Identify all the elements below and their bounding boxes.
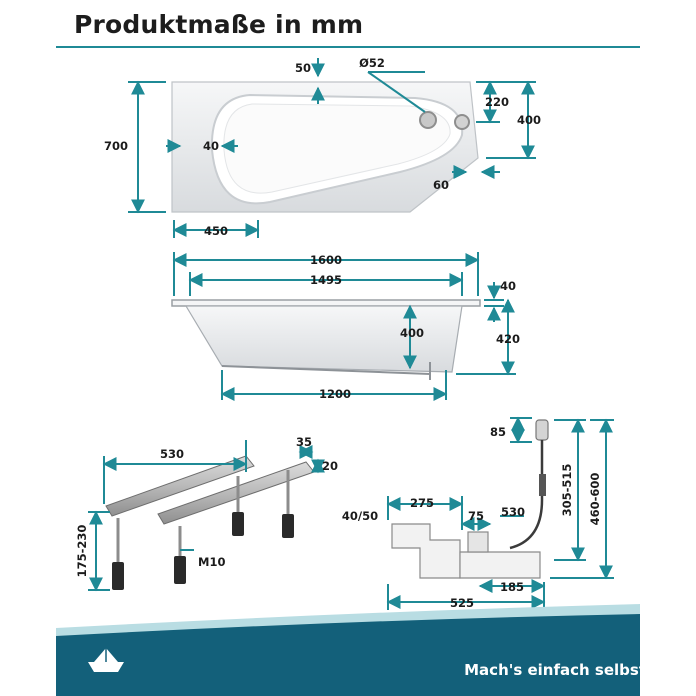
label-height-range-a: 305-515 bbox=[560, 464, 574, 517]
label-overall-length: 1600 bbox=[310, 253, 342, 267]
label-inner-depth: 400 bbox=[400, 326, 424, 340]
label-edge-top: 50 bbox=[295, 61, 311, 75]
label-trap-width: 275 bbox=[410, 496, 434, 510]
frame-drawing bbox=[105, 455, 315, 590]
label-overflow-diameter: Ø52 bbox=[359, 56, 385, 70]
label-right-inset: 60 bbox=[433, 178, 449, 192]
drain-drawing bbox=[391, 419, 549, 579]
label-profile-b: 20 bbox=[322, 459, 338, 473]
paper-boat-icon bbox=[88, 648, 124, 672]
label-floor-length: 1200 bbox=[319, 387, 351, 401]
label-total-height: 420 bbox=[496, 332, 520, 346]
label-profile-a: 35 bbox=[296, 435, 312, 449]
title-divider bbox=[56, 46, 640, 48]
label-overflow-height: 85 bbox=[490, 425, 506, 439]
label-frame-length: 530 bbox=[160, 447, 184, 461]
label-foot-width: 450 bbox=[204, 224, 228, 238]
adjustable-foot-icon bbox=[112, 562, 124, 590]
drain-cap-icon bbox=[454, 114, 470, 130]
page-title: Produktmaße in mm bbox=[74, 10, 364, 39]
label-inner-offset: 40 bbox=[203, 139, 219, 153]
frame-labels: 530 35 20 175-230 M10 bbox=[75, 435, 338, 577]
side-view-drawing bbox=[171, 299, 481, 380]
label-leg-height: 175-230 bbox=[75, 525, 89, 578]
label-rim-height: 40 bbox=[500, 279, 516, 293]
label-inner-length: 1495 bbox=[310, 273, 342, 287]
label-right-height: 400 bbox=[517, 113, 541, 127]
label-base-length: 525 bbox=[450, 596, 474, 610]
label-cable-length: 530 bbox=[501, 505, 525, 519]
label-outlet-width: 75 bbox=[468, 509, 484, 523]
drain-labels: 40/50 275 75 530 85 305-515 460-600 525 … bbox=[342, 425, 602, 610]
side-view-dimension-lines bbox=[172, 252, 516, 401]
top-view-dimension-lines bbox=[128, 58, 536, 238]
overflow-cap-icon bbox=[419, 111, 437, 129]
label-drain-offset: 220 bbox=[485, 95, 509, 109]
label-pipe-diameter: 40/50 bbox=[342, 509, 378, 523]
label-overall-width: 700 bbox=[104, 139, 128, 153]
side-view-labels: 1600 1495 1200 400 40 420 bbox=[310, 253, 520, 401]
footer-slogan: Mach's einfach selbst bbox=[464, 661, 646, 679]
label-thread: M10 bbox=[198, 555, 225, 569]
top-view-drawing bbox=[171, 81, 479, 213]
footer-band bbox=[56, 604, 640, 696]
drain-dimension-lines bbox=[386, 416, 614, 610]
overflow-head-icon bbox=[535, 419, 549, 441]
label-height-range-b: 460-600 bbox=[588, 473, 602, 526]
label-base-offset: 185 bbox=[500, 580, 524, 594]
frame-dimension-lines bbox=[88, 440, 325, 592]
top-view-labels: 700 40 450 50 Ø52 220 400 60 bbox=[104, 56, 541, 238]
